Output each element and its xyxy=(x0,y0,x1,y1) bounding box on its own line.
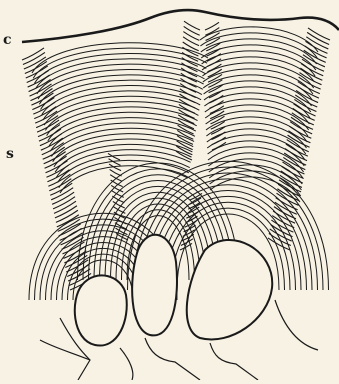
cell-wall xyxy=(210,343,258,380)
layer-line xyxy=(49,118,196,146)
cell xyxy=(132,235,177,336)
layer-line xyxy=(50,123,195,151)
layer-line xyxy=(51,128,194,156)
layer-line xyxy=(45,102,198,131)
layer-line xyxy=(38,70,204,100)
layer-line xyxy=(42,86,201,115)
layer-line xyxy=(44,96,199,125)
layer-line xyxy=(43,91,200,120)
hatch-stroke xyxy=(308,28,330,40)
layer-line xyxy=(37,64,205,94)
cell-wall xyxy=(40,340,90,360)
layer-line xyxy=(55,144,191,172)
layer-line xyxy=(58,155,190,183)
layer-line xyxy=(53,134,194,162)
cell-wall xyxy=(120,348,133,380)
cell xyxy=(75,275,127,345)
layer-line xyxy=(39,75,202,104)
layer-line xyxy=(54,139,192,167)
layer-line xyxy=(41,80,202,109)
hatch-stroke xyxy=(176,151,192,160)
cell xyxy=(187,240,272,340)
label-c: c xyxy=(3,33,12,47)
cell-wall xyxy=(145,338,200,380)
label-s: s xyxy=(6,147,14,161)
layer-line xyxy=(48,112,197,141)
cell-wall xyxy=(275,300,318,350)
layer-line xyxy=(47,107,198,136)
hatch-stroke xyxy=(22,48,44,60)
surface-line xyxy=(22,10,339,42)
layer-line xyxy=(36,59,206,89)
cell-walls xyxy=(75,235,272,346)
